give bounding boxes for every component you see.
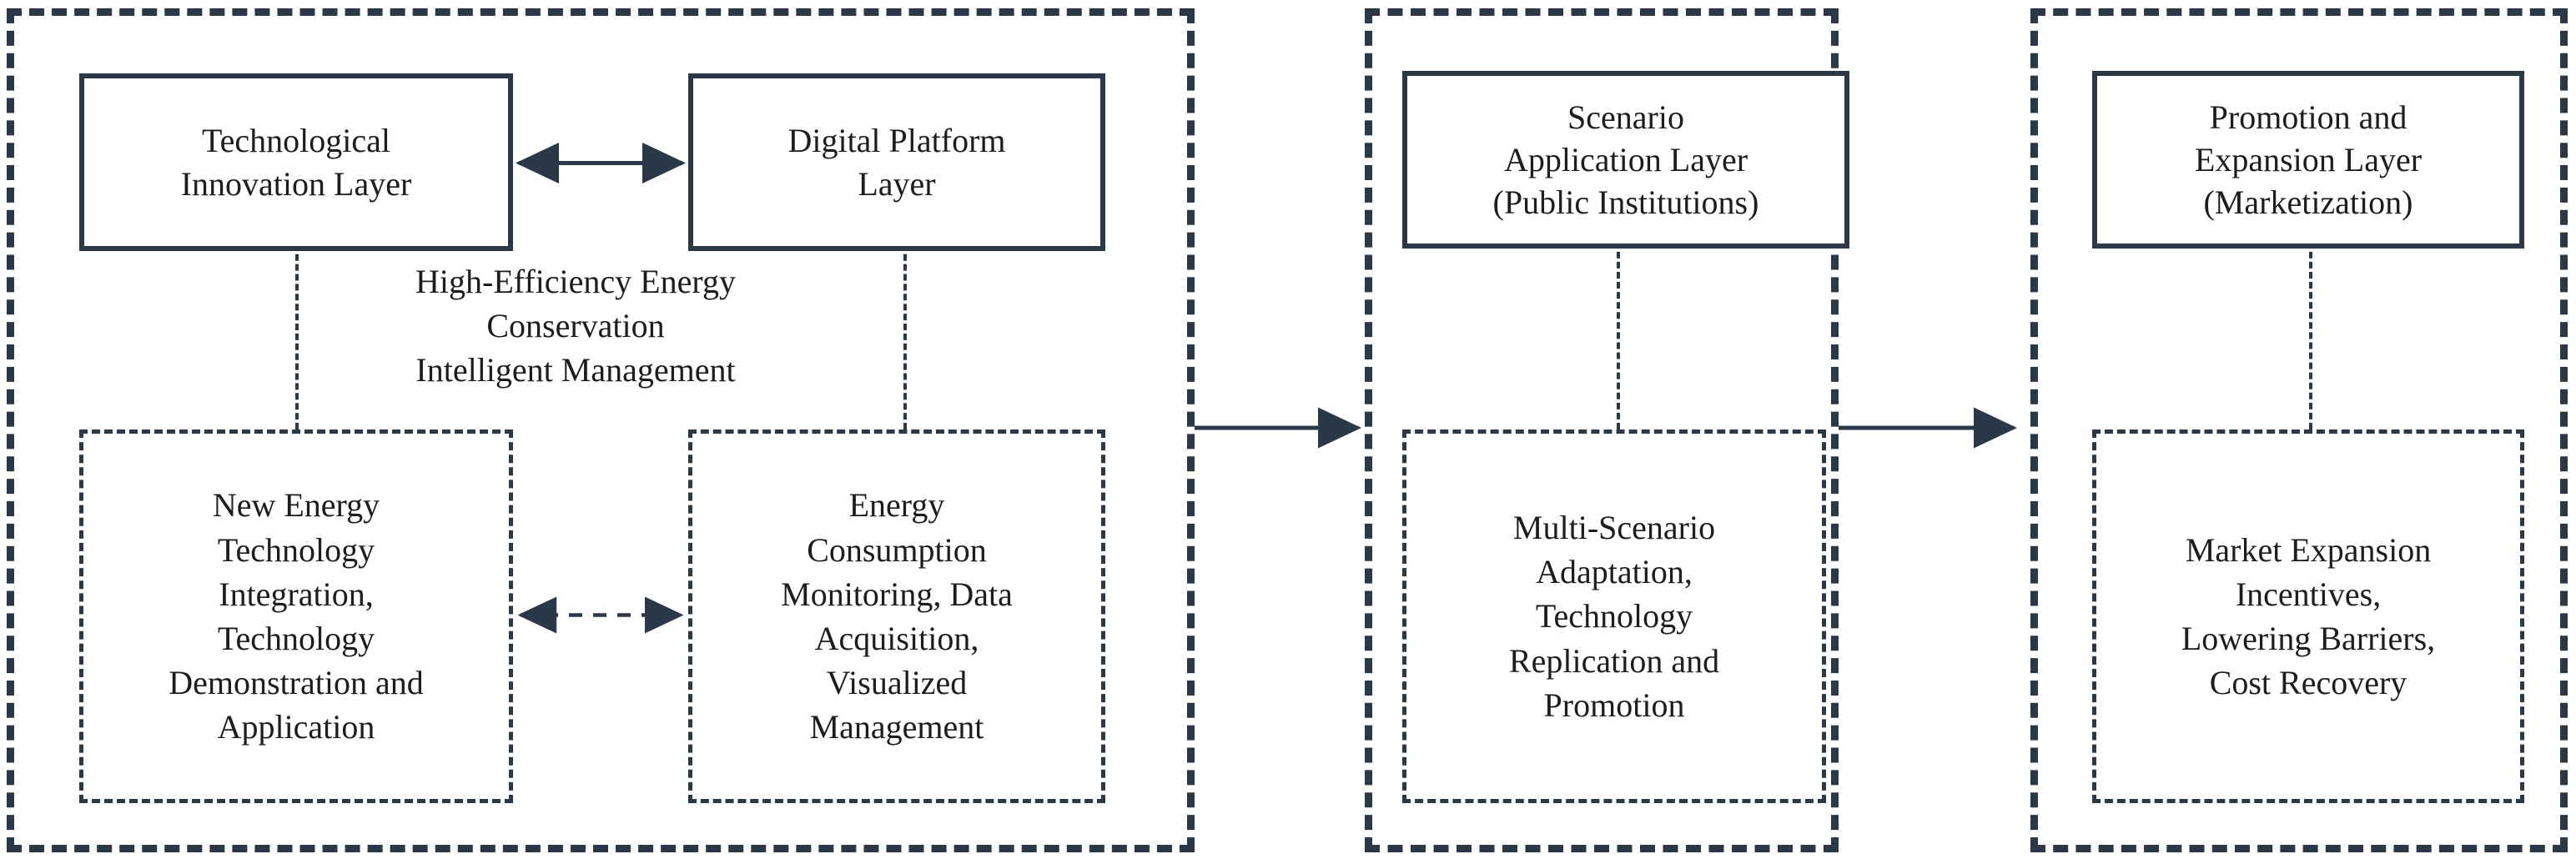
panel-scenario: [1365, 8, 1839, 852]
arrow-technology-to-scenario: [1195, 407, 1361, 449]
connector-platform-to-monitoring: [903, 125, 907, 430]
box-label: Energy Consumption Monitoring, Data Acqu…: [781, 486, 1013, 746]
connector-scenario-to-multiscenario: [1617, 131, 1620, 430]
panel-promotion: [2030, 8, 2568, 852]
arrow-newenergy-to-monitoring: [517, 596, 684, 634]
box-label: Technological Innovation Layer: [180, 122, 412, 203]
arrow-scenario-to-promotion: [1839, 407, 2017, 449]
box-market-expansion-incentives[interactable]: Market Expansion Incentives, Lowering Ba…: [2092, 430, 2524, 803]
panel-technology: [7, 8, 1195, 852]
box-scenario-application-layer[interactable]: Scenario Application Layer (Public Insti…: [1402, 71, 1849, 249]
box-energy-consumption-monitoring[interactable]: Energy Consumption Monitoring, Data Acqu…: [688, 430, 1105, 803]
box-label: Scenario Application Layer (Public Insti…: [1492, 98, 1759, 222]
label-high-efficiency-energy-conservation: High-Efficiency Energy Conservation Inte…: [317, 260, 834, 393]
box-digital-platform-layer[interactable]: Digital Platform Layer: [688, 73, 1105, 251]
box-label: Multi-Scenario Adaptation, Technology Re…: [1508, 509, 1720, 724]
box-label: Digital Platform Layer: [787, 122, 1006, 203]
connector-tech-to-newenergy: [295, 125, 299, 430]
box-technological-innovation-layer[interactable]: Technological Innovation Layer: [79, 73, 513, 251]
arrow-tech-to-platform: [515, 143, 686, 183]
box-multi-scenario-adaptation[interactable]: Multi-Scenario Adaptation, Technology Re…: [1402, 430, 1826, 803]
box-promotion-and-expansion-layer[interactable]: Promotion and Expansion Layer (Marketiza…: [2092, 71, 2524, 249]
box-label: New Energy Technology Integration, Techn…: [169, 486, 424, 746]
connector-promotion-to-market: [2309, 131, 2312, 430]
box-label: Market Expansion Incentives, Lowering Ba…: [2181, 530, 2436, 702]
box-label: Promotion and Expansion Layer (Marketiza…: [2194, 98, 2423, 222]
box-new-energy-technology-integration[interactable]: New Energy Technology Integration, Techn…: [79, 430, 513, 803]
